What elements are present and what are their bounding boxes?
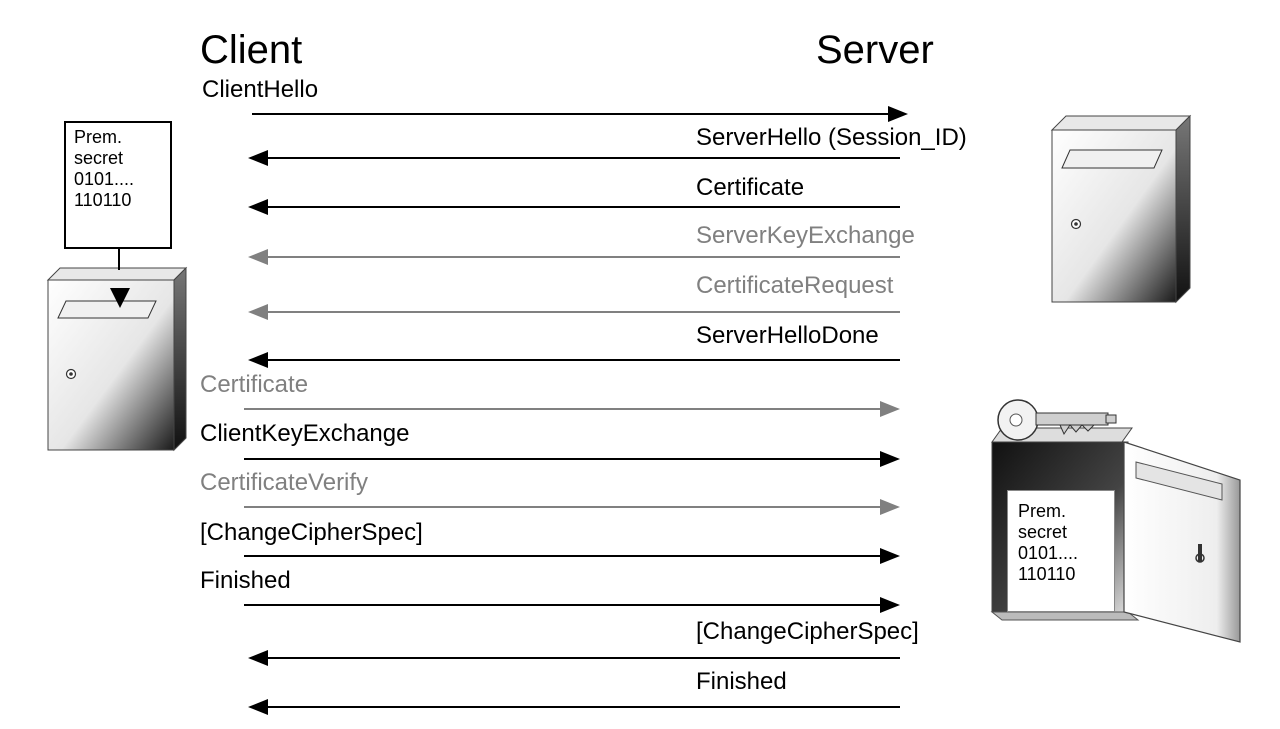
message-label: [ChangeCipherSpec]: [696, 618, 919, 645]
client-note-line: Prem.: [74, 127, 123, 147]
client-note-line: 0101....: [74, 169, 135, 189]
message-label: CertificateRequest: [696, 272, 894, 299]
server-mailbox-icon: [1050, 114, 1192, 304]
message-label: ServerKeyExchange: [696, 222, 915, 249]
message-label: ClientHello: [202, 76, 319, 103]
arrow-left-active: [248, 352, 900, 368]
message-label: [ChangeCipherSpec]: [200, 519, 423, 546]
server-title: Server: [816, 28, 934, 72]
arrow-right-optional: [244, 401, 900, 417]
server-note-line: Prem.: [1018, 501, 1067, 521]
arrow-left-active: [248, 650, 900, 666]
arrow-left-active: [248, 699, 900, 715]
server-premaster-secret-note: Prem. secret 0101.... 110110: [1007, 490, 1115, 612]
arrow-right-active: [244, 548, 900, 564]
server-note-line: 0101....: [1018, 543, 1079, 563]
arrow-right-optional: [244, 499, 900, 515]
client-premaster-secret-note: Prem. secret 0101.... 110110: [64, 121, 172, 249]
arrow-right-active: [252, 106, 908, 122]
client-mailbox-icon: [46, 266, 188, 452]
message-label: Finished: [696, 668, 787, 695]
arrow-right-active: [244, 451, 900, 467]
server-note-line: secret: [1018, 522, 1068, 542]
client-note-line: secret: [74, 148, 124, 168]
client-note-line: 110110: [74, 190, 132, 210]
arrow-left-active: [248, 199, 900, 215]
message-label: ServerHello (Session_ID): [696, 124, 967, 151]
message-label: CertificateVerify: [200, 469, 369, 496]
arrow-left-optional: [248, 304, 900, 320]
message-label: Certificate: [696, 174, 805, 201]
client-title: Client: [200, 28, 303, 72]
message-label: Finished: [200, 567, 291, 594]
server-note-line: 110110: [1018, 564, 1076, 584]
arrow-left-optional: [248, 249, 900, 265]
message-label: Certificate: [200, 371, 309, 398]
message-label: ServerHelloDone: [696, 322, 879, 349]
arrow-left-active: [248, 150, 900, 166]
arrow-right-active: [244, 597, 900, 613]
client-note-stem: [118, 248, 120, 270]
message-label: ClientKeyExchange: [200, 420, 410, 447]
